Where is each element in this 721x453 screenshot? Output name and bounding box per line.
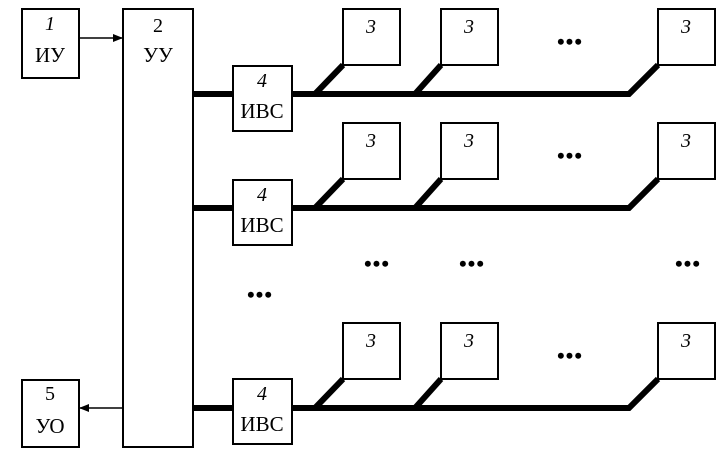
node-number: 3 <box>463 130 474 152</box>
node-number: 3 <box>680 16 691 38</box>
ellipsis-nodes: ••• <box>557 143 583 168</box>
ivs-number: 4 <box>257 184 267 206</box>
node-block: 3 <box>657 322 716 380</box>
control-device-block: 2 УУ <box>122 8 194 448</box>
ellipsis-column-1: ••• <box>364 251 390 276</box>
ellipsis-column-last: ••• <box>675 251 701 276</box>
ivs-number: 4 <box>257 70 267 92</box>
output-device-number: 5 <box>45 383 55 405</box>
node-number: 3 <box>680 130 691 152</box>
ivs-label: ИВС <box>240 99 283 123</box>
bus-branch <box>312 376 346 411</box>
node-block: 3 <box>342 122 401 180</box>
output-device-block: 5 УО <box>21 379 80 448</box>
input-device-number: 1 <box>45 13 55 35</box>
ivs-label: ИВС <box>240 412 283 436</box>
node-number: 3 <box>365 16 376 38</box>
ivs-number: 4 <box>257 383 267 405</box>
ellipsis-column-2: ••• <box>459 251 485 276</box>
input-device-block: 1 ИУ <box>21 8 80 79</box>
node-block: 3 <box>342 8 401 66</box>
node-number: 3 <box>365 330 376 352</box>
ivs-label: ИВС <box>240 213 283 237</box>
bus-branch <box>412 176 444 211</box>
node-block: 3 <box>440 122 499 180</box>
control-device-label: УУ <box>143 43 173 67</box>
node-block: 3 <box>440 8 499 66</box>
node-block: 3 <box>440 322 499 380</box>
node-block: 3 <box>342 322 401 380</box>
bus-branch <box>412 62 444 97</box>
ellipsis-nodes: ••• <box>557 343 583 368</box>
node-block: 3 <box>657 8 716 66</box>
control-device-number: 2 <box>153 15 163 37</box>
node-number: 3 <box>463 16 474 38</box>
ellipsis-channels: ••• <box>247 282 273 307</box>
node-number: 3 <box>365 130 376 152</box>
ellipsis-nodes: ••• <box>557 29 583 54</box>
channel-bus <box>292 176 661 211</box>
node-number: 3 <box>463 330 474 352</box>
output-device-label: УО <box>36 414 65 438</box>
channel-bus <box>292 62 661 97</box>
bus-branch <box>312 62 346 97</box>
node-block: 3 <box>657 122 716 180</box>
node-number: 3 <box>680 330 691 352</box>
input-device-label: ИУ <box>35 43 65 67</box>
channel-bus <box>292 376 661 411</box>
bus-branch <box>312 176 346 211</box>
bus-branch <box>412 376 444 411</box>
